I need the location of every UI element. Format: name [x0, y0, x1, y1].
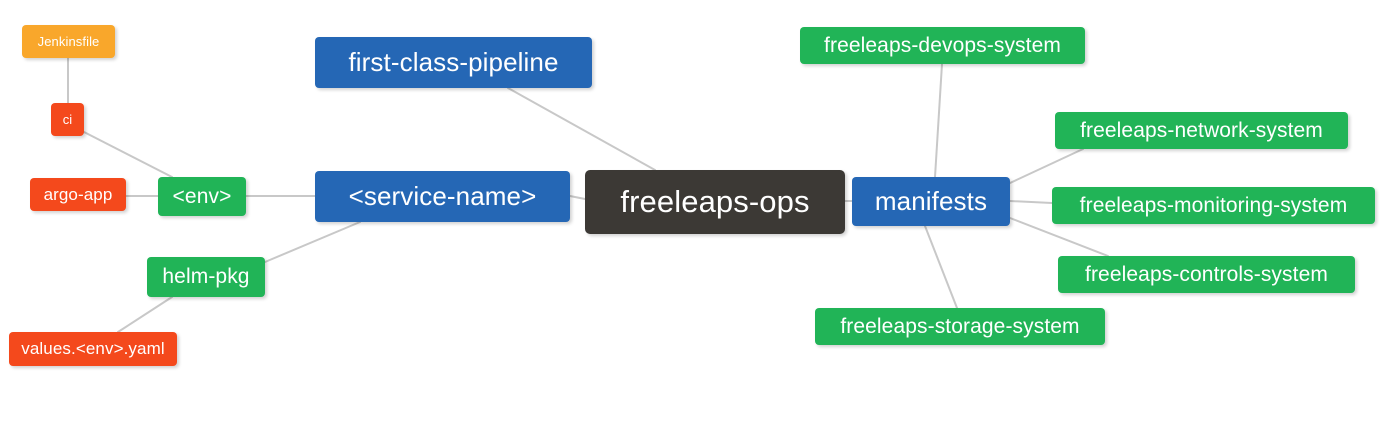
- mindmap-node-jenkinsfile[interactable]: Jenkinsfile: [22, 25, 115, 58]
- edge-service-name-to-freeleaps-ops: [569, 195, 586, 200]
- mindmap-node-first-class-pipeline[interactable]: first-class-pipeline: [315, 37, 592, 88]
- mindmap-node-freeleaps-network-system[interactable]: freeleaps-network-system: [1055, 112, 1348, 149]
- edge-manifests-to-freeleaps-monitoring-system: [1009, 200, 1053, 204]
- mindmap-node-freeleaps-ops[interactable]: freeleaps-ops: [585, 170, 845, 234]
- mindmap-node-freeleaps-storage-system[interactable]: freeleaps-storage-system: [815, 308, 1105, 345]
- mindmap-node-ci[interactable]: ci: [51, 103, 84, 136]
- mindmap-node-helm-pkg[interactable]: helm-pkg: [147, 257, 265, 297]
- edge-manifests-to-freeleaps-storage-system: [924, 225, 958, 309]
- mindmap-node-freeleaps-monitoring-system[interactable]: freeleaps-monitoring-system: [1052, 187, 1375, 224]
- edge-manifests-to-freeleaps-devops-system: [934, 63, 943, 178]
- mindmap-node-env[interactable]: <env>: [158, 177, 246, 216]
- mindmap-node-service-name[interactable]: <service-name>: [315, 171, 570, 222]
- edge-values-yaml-to-helm-pkg: [117, 296, 173, 333]
- mindmap-node-freeleaps-devops-system[interactable]: freeleaps-devops-system: [800, 27, 1085, 64]
- edge-first-class-pipeline-to-freeleaps-ops: [507, 87, 656, 171]
- edge-helm-pkg-to-service-name: [264, 221, 361, 263]
- mindmap-node-argo-app[interactable]: argo-app: [30, 178, 126, 211]
- mindmap-node-freeleaps-controls-system[interactable]: freeleaps-controls-system: [1058, 256, 1355, 293]
- edge-ci-to-env: [83, 131, 173, 178]
- mindmap-node-manifests[interactable]: manifests: [852, 177, 1010, 226]
- edge-manifests-to-freeleaps-network-system: [1009, 148, 1084, 184]
- mindmap-node-values-yaml[interactable]: values.<env>.yaml: [9, 332, 177, 366]
